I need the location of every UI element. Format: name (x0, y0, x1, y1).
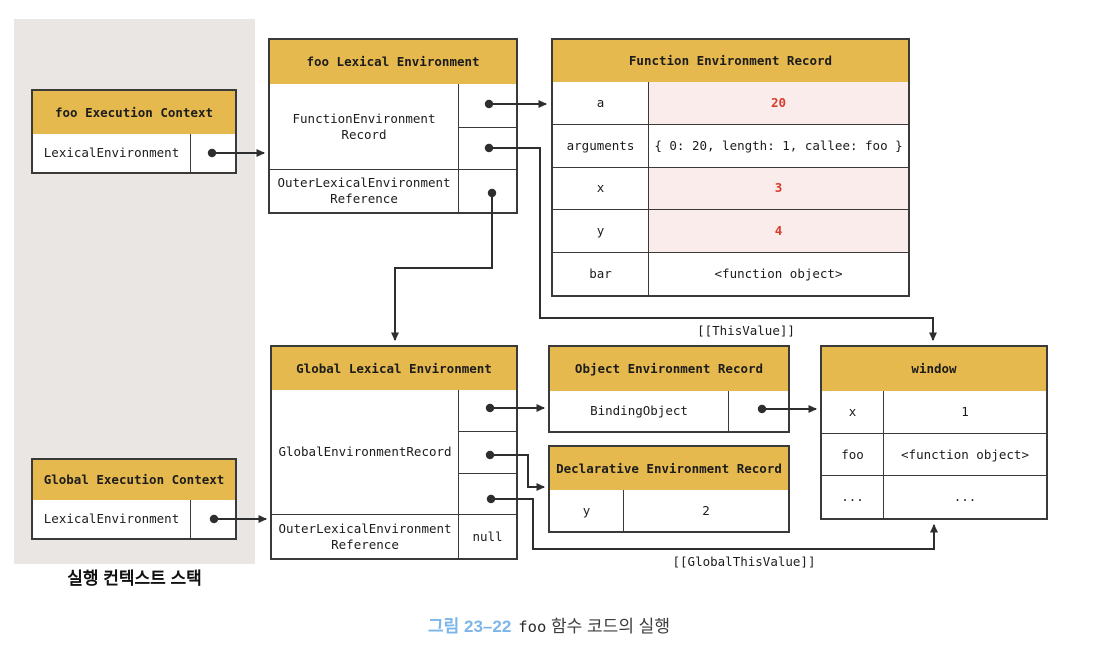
row-key: x (848, 403, 857, 419)
global-environment-record-cell: GlobalEnvironmentRecord (278, 444, 452, 459)
row-key: ... (841, 489, 864, 505)
global-this-value-label: [[GlobalThisValue]] (672, 554, 816, 569)
row-value: ... (883, 476, 1046, 519)
pointer-cell (458, 84, 516, 127)
function-environment-record-cell: FunctionEnvironment Record (292, 110, 436, 142)
outer-reference-cell: OuterLexicalEnvironment Reference (270, 169, 458, 212)
figure-caption: 그림 23–22 foo 함수 코드의 실행 (0, 612, 1098, 637)
figure-number: 그림 23–22 (428, 617, 512, 636)
global-execution-context-title: Global Execution Context (33, 460, 235, 500)
row-key: a (596, 94, 605, 110)
row-key: y (582, 502, 591, 518)
row-value: <function object> (883, 433, 1046, 476)
window-object-table: window x 1 foo <function object> ... ... (820, 345, 1048, 520)
function-environment-record-table: Function Environment Record a 20 argumen… (551, 38, 910, 297)
row-key: bar (589, 266, 612, 282)
lexical-environment-cell: LexicalEnvironment (43, 145, 180, 160)
pointer-cell (458, 390, 516, 431)
outer-reference-value: null (458, 514, 516, 558)
pointer-cell (190, 134, 235, 172)
binding-object-cell: BindingObject (590, 403, 688, 418)
window-title: window (822, 347, 1046, 391)
pointer-cell (728, 391, 788, 431)
function-environment-record-title: Function Environment Record (553, 40, 908, 82)
this-value-label: [[ThisValue]] (697, 323, 795, 338)
row-value: 2 (623, 490, 788, 531)
row-value: 3 (648, 167, 908, 210)
row-key: arguments (566, 137, 635, 153)
foo-lexical-environment-title: foo Lexical Environment (270, 40, 516, 84)
arrow-fooouter-to-globalle (391, 193, 493, 341)
foo-lexical-environment-box: foo Lexical Environment FunctionEnvironm… (268, 38, 518, 214)
pointer-cell (458, 126, 516, 170)
table-row: bar <function object> (553, 252, 908, 295)
figure-caption-text: 함수 코드의 실행 (551, 617, 670, 636)
table-row: x 3 (553, 166, 908, 210)
object-environment-record-box: Object Environment Record BindingObject (548, 345, 790, 433)
table-row: arguments { 0: 20, length: 1, callee: fo… (553, 123, 908, 167)
declarative-environment-record-title: Declarative Environment Record (550, 447, 788, 490)
global-lexical-environment-box: Global Lexical Environment GlobalEnviron… (270, 345, 518, 560)
row-key: y (596, 223, 605, 239)
table-row: ... ... (822, 475, 1046, 519)
row-value: { 0: 20, length: 1, callee: foo } (648, 124, 908, 167)
row-value: 20 (648, 82, 908, 124)
table-row: a 20 (553, 82, 908, 124)
pointer-cell (458, 169, 516, 212)
foo-execution-context-box: foo Execution Context LexicalEnvironment (31, 89, 237, 174)
declarative-environment-record-box: Declarative Environment Record y 2 (548, 445, 790, 533)
outer-reference-cell: OuterLexicalEnvironment Reference (272, 514, 458, 558)
row-value: <function object> (648, 253, 908, 295)
global-execution-context-box: Global Execution Context LexicalEnvironm… (31, 458, 237, 540)
lexical-environment-cell: LexicalEnvironment (43, 511, 180, 526)
row-key: x (596, 180, 605, 196)
row-value: 4 (648, 210, 908, 253)
stack-label: 실행 컨텍스트 스택 (67, 569, 202, 588)
figure-caption-code: foo (518, 618, 547, 636)
row-key: foo (841, 446, 864, 462)
row-value: 1 (883, 391, 1046, 433)
table-row: y 4 (553, 209, 908, 253)
global-lexical-environment-title: Global Lexical Environment (272, 347, 516, 390)
foo-execution-context-title: foo Execution Context (33, 91, 235, 134)
object-environment-record-title: Object Environment Record (550, 347, 788, 391)
table-row: foo <function object> (822, 432, 1046, 476)
pointer-cell (190, 500, 235, 538)
pointer-cell (458, 473, 516, 514)
table-row: x 1 (822, 391, 1046, 433)
pointer-cell (458, 431, 516, 473)
